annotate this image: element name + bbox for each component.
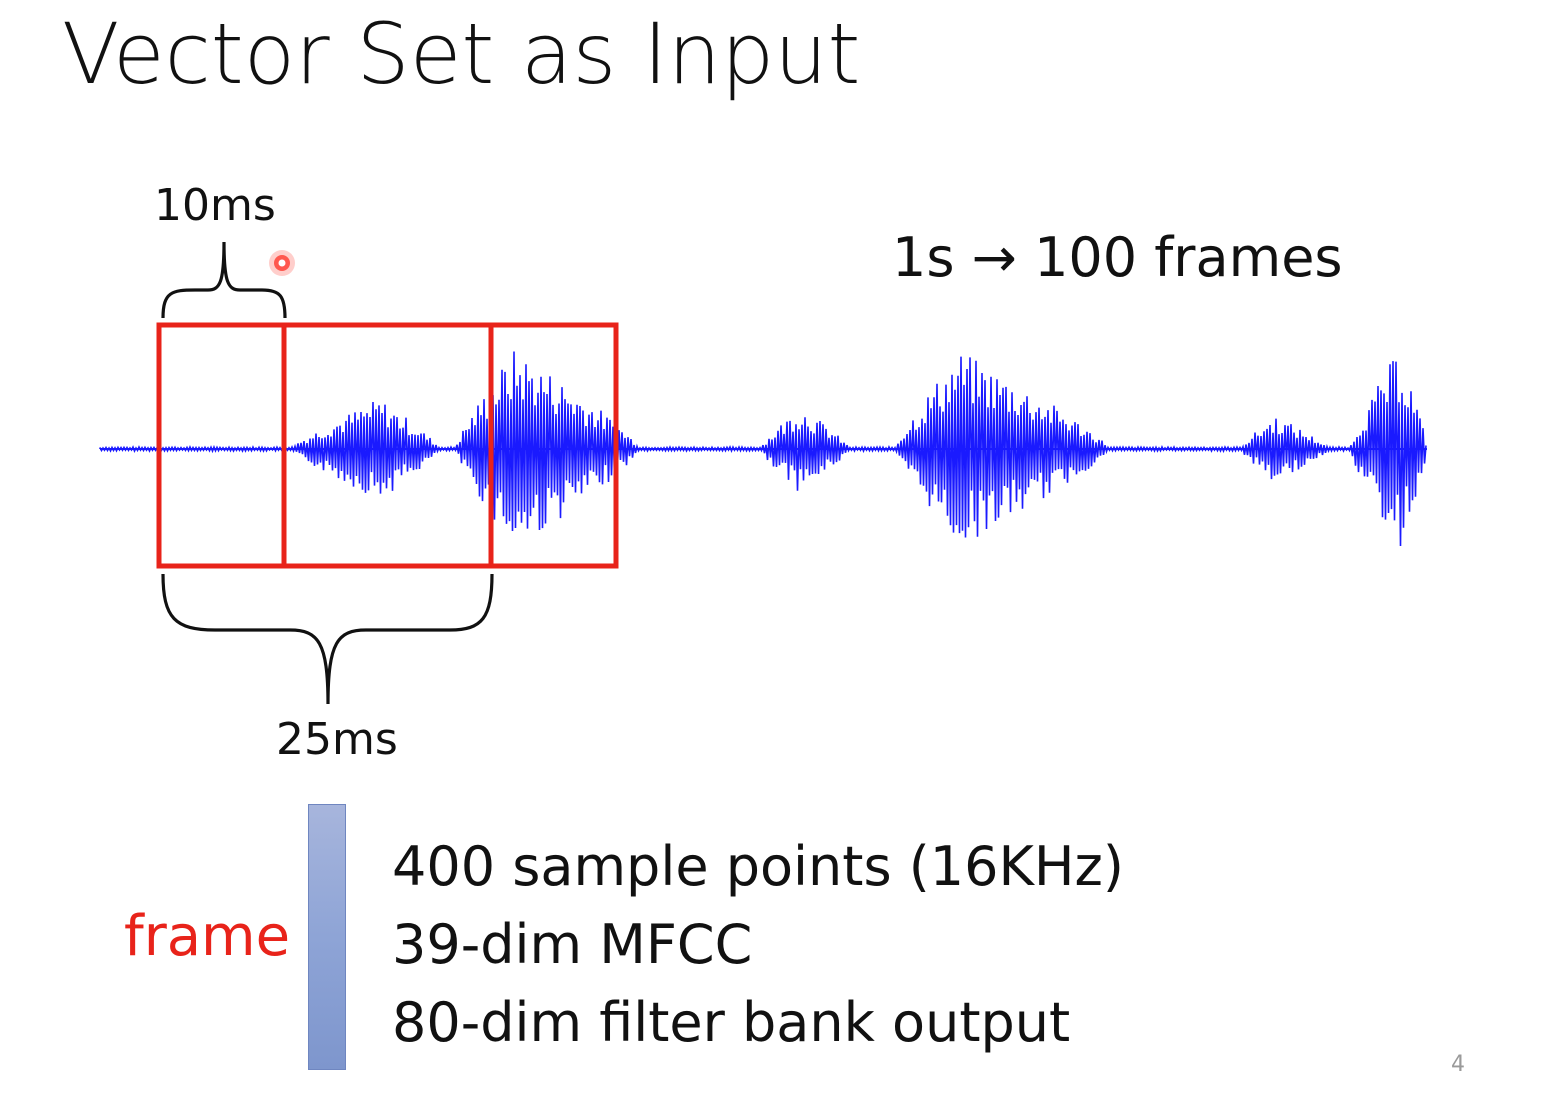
window-shift-label: 10ms xyxy=(154,180,276,231)
feature-line-sample-points: 400 sample points (16KHz) xyxy=(392,835,1124,898)
feature-line-mfcc: 39-dim MFCC xyxy=(392,913,753,976)
brace-10ms xyxy=(161,241,287,319)
page-number: 4 xyxy=(1451,1052,1465,1077)
frame-rate-label: 1s → 100 frames xyxy=(892,226,1343,289)
frame-vector-bar xyxy=(308,804,346,1070)
feature-line-filter-bank: 80-dim filter bank output xyxy=(392,991,1071,1054)
brace-25ms xyxy=(161,573,494,705)
laser-pointer-icon xyxy=(269,250,295,276)
slide-title: Vector Set as Input xyxy=(62,5,861,103)
window-length-label: 25ms xyxy=(276,714,398,765)
frame-label: frame xyxy=(124,904,291,969)
